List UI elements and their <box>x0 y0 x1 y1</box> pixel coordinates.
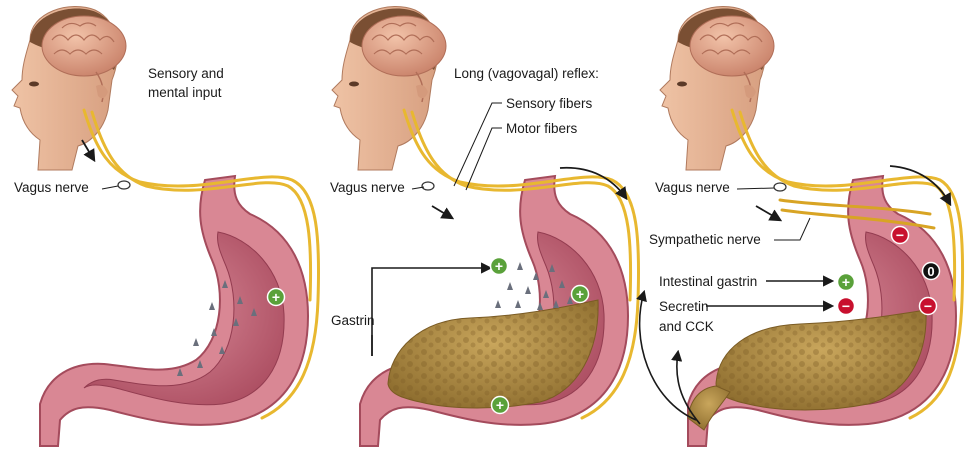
sympathetic-nerve-leader <box>774 218 810 240</box>
vagus-nerve-sheath <box>118 181 130 189</box>
descending-signal-arrow <box>82 140 94 160</box>
inhibit-marker: − <box>892 227 909 244</box>
secretin-cck-label-2: and CCK <box>659 319 714 334</box>
vagus-nerve-label: Vagus nerve <box>655 180 730 195</box>
sensory-input-label-1: Sensory and <box>148 66 224 81</box>
svg-text:0: 0 <box>927 264 934 279</box>
panel-3-intestinal-phase: Vagus nerve Sympathetic nerve Intestinal… <box>640 7 963 446</box>
svg-text:−: − <box>896 227 904 243</box>
head-brain-illustration <box>332 7 446 170</box>
long-reflex-label: Long (vagovagal) reflex: <box>454 66 599 81</box>
sympathetic-nerve-label: Sympathetic nerve <box>649 232 761 247</box>
stimulate-marker: + <box>268 289 285 306</box>
stimulate-marker: + <box>572 286 589 303</box>
stomach-illustration <box>40 176 308 446</box>
stimulate-marker: + <box>491 258 508 275</box>
panel-1-cephalic-phase: Sensory and mental input Vagus nerve + <box>12 7 319 446</box>
intestinal-gastrin-label: Intestinal gastrin <box>659 274 757 289</box>
head-brain-illustration <box>12 7 126 170</box>
svg-text:+: + <box>576 286 584 302</box>
stimulate-marker: + <box>492 397 509 414</box>
vagus-nerve-sheath <box>422 182 434 190</box>
vagus-nerve-label: Vagus nerve <box>14 180 89 195</box>
gastrin-label: Gastrin <box>331 313 375 328</box>
panel-2-gastric-phase: Long (vagovagal) reflex: Sensory fibers … <box>330 7 639 446</box>
vagus-nerve-sheath <box>774 183 786 191</box>
vagus-nerve-leader <box>737 188 774 189</box>
motor-fibers-leader <box>466 128 502 190</box>
inhibit-marker: − <box>920 298 937 315</box>
vagus-nerve-leader <box>102 186 118 189</box>
svg-text:+: + <box>272 289 280 305</box>
sensory-fibers-label: Sensory fibers <box>506 96 593 111</box>
motor-signal-arrow <box>432 206 452 218</box>
vagus-nerve-label: Vagus nerve <box>330 180 405 195</box>
neutral-marker: 0 <box>923 263 940 280</box>
svg-text:−: − <box>842 298 850 314</box>
svg-text:+: + <box>842 274 850 290</box>
svg-text:+: + <box>495 258 503 274</box>
sensory-fibers-leader <box>454 103 502 186</box>
inhibit-marker: − <box>838 298 855 315</box>
svg-text:−: − <box>924 298 932 314</box>
motor-fibers-label: Motor fibers <box>506 121 578 136</box>
stimulate-marker: + <box>838 274 855 291</box>
head-brain-illustration <box>660 7 774 170</box>
secretin-cck-label-1: Secretin <box>659 299 709 314</box>
sensory-input-label-2: mental input <box>148 85 222 100</box>
svg-text:+: + <box>496 397 504 413</box>
sympathetic-signal-arrow <box>756 206 780 220</box>
